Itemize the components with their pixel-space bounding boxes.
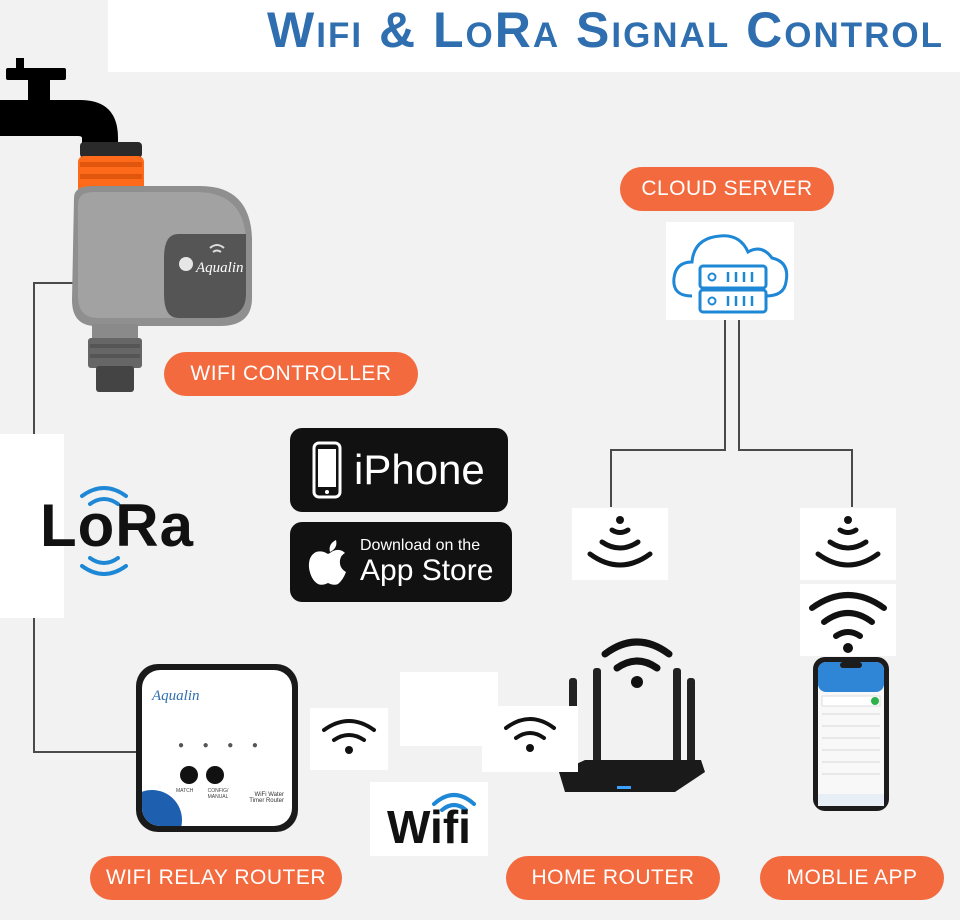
home-router: [559, 638, 705, 792]
connector-cloud-right-horizontal: [738, 449, 852, 451]
battery-indicator-icon: ●: [227, 740, 234, 751]
iphone-badge-text: iPhone: [354, 446, 485, 493]
wifi-controller-device: Aqualin: [0, 58, 252, 392]
connector-lora-relay: [33, 618, 35, 752]
appstore-small-text: Download on the: [360, 537, 481, 554]
phone-icon: [312, 441, 342, 499]
wifi-relay-out-icon: [310, 708, 388, 770]
wifi-down-icon-right: [800, 508, 896, 580]
lora-logo: [0, 434, 64, 618]
drop-indicator-icon: ●: [202, 740, 209, 751]
label-cloud-server: CLOUD SERVER: [620, 167, 834, 211]
label-mobile-app: MOBLIE APP: [760, 856, 944, 900]
wifi-router-in-icon: [482, 706, 578, 772]
faucet-icon: [0, 58, 118, 146]
wifi-relay-router-device: Aqualin ● ● ● ● MATCH CONFIG/ MANUAL WiF…: [136, 664, 298, 832]
appstore-big-text: App Store: [360, 554, 494, 587]
relay-brand-text: Aqualin: [152, 688, 200, 704]
iphone-badge[interactable]: iPhone: [290, 428, 508, 512]
label-wifi-relay-router: WIFI RELAY ROUTER: [90, 856, 342, 900]
connector-cloud-left-drop: [610, 449, 612, 507]
config-button[interactable]: [206, 766, 224, 784]
connector-cloud-left-vertical: [724, 318, 726, 450]
wifi-indicator-icon: ●: [178, 740, 185, 751]
relay-indicator-icons: ● ● ● ●: [178, 740, 258, 751]
apple-icon: [308, 540, 346, 585]
wifi-logo-waves-icon: [432, 793, 476, 812]
wifi-down-icon-left: [572, 508, 668, 580]
connector-relay-stub: [33, 751, 143, 753]
controller-brand-text: Aqualin: [195, 260, 244, 276]
connector-controller-lora: [33, 282, 35, 434]
appstore-badge[interactable]: Download on the App Store: [290, 522, 512, 602]
config-label: CONFIG/ MANUAL: [207, 788, 229, 800]
match-button[interactable]: [180, 766, 198, 784]
wifi-logo-text: Wifi: [387, 801, 471, 853]
wifi-phone-icon: [800, 584, 896, 656]
connector-cloud-right-vertical: [738, 318, 740, 450]
connector-cloud-left-horizontal: [610, 449, 726, 451]
connector-controller-stub: [33, 282, 77, 284]
relay-product-label: WiFi Water Timer Router: [249, 792, 284, 804]
lora-signal-icon: [80, 486, 128, 576]
diagram-title: Wifi & LoRa Signal Control: [108, 0, 960, 72]
wifi-logo: Wifi: [370, 782, 488, 856]
mobile-phone: [813, 657, 889, 811]
cloud-server-icon: [666, 222, 794, 320]
match-label: MATCH: [176, 788, 194, 794]
lora-text: LoRa: [40, 492, 194, 559]
globe-indicator-icon: ●: [251, 740, 258, 751]
label-wifi-controller: WIFI CONTROLLER: [164, 352, 418, 396]
label-home-router: HOME ROUTER: [506, 856, 720, 900]
connector-cloud-right-drop: [851, 449, 853, 507]
